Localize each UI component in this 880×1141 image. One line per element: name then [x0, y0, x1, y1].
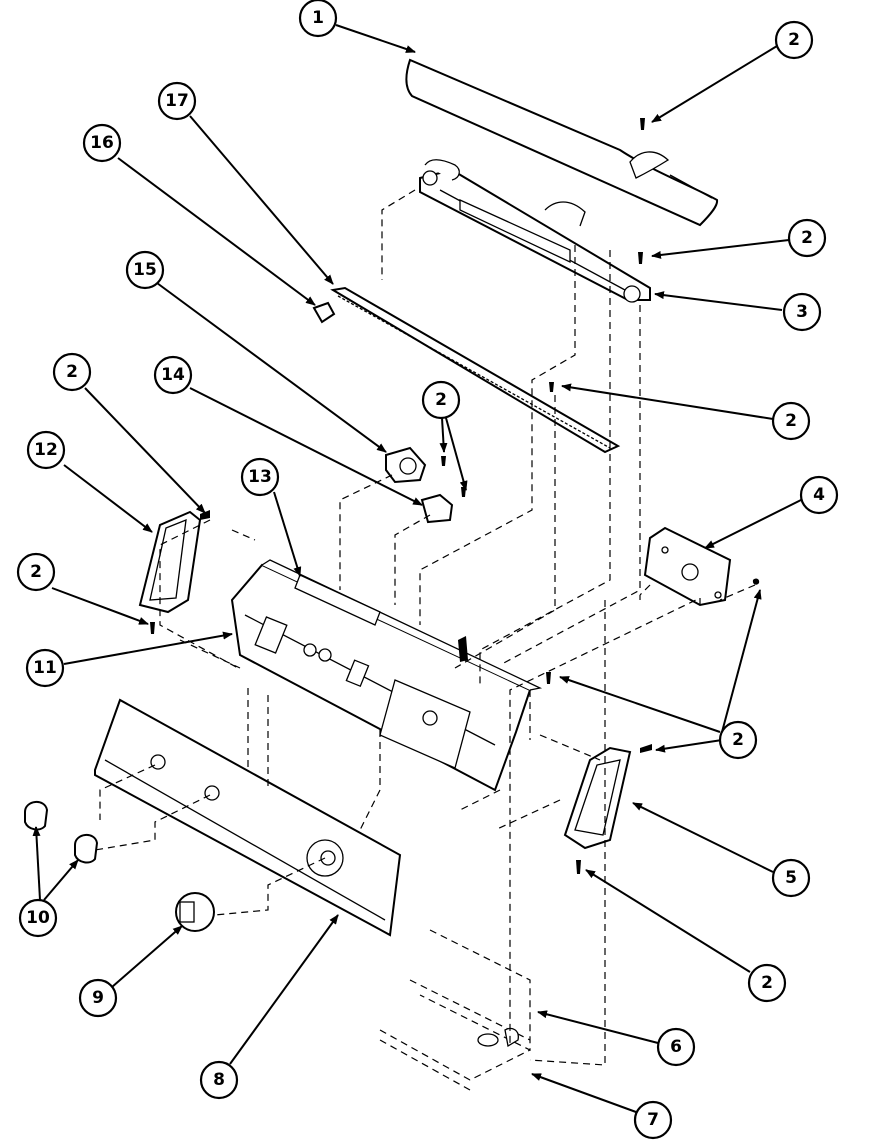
part-timer-knob	[175, 892, 215, 932]
callout-7: 7	[633, 1100, 673, 1140]
part-brackets	[379, 929, 531, 1091]
callout-9: 9	[78, 978, 118, 1018]
callout-label: 14	[161, 365, 185, 385]
callout-label: 1	[312, 8, 324, 28]
part-left-end-cap	[138, 510, 202, 614]
callout-14: 14	[153, 355, 193, 395]
callout-11: 11	[25, 648, 65, 688]
callout-label: 11	[33, 658, 57, 678]
callout-label: 2	[788, 30, 800, 50]
callout-label: 2	[732, 730, 744, 750]
callout-label: 2	[785, 411, 797, 431]
callout-label: 16	[90, 133, 114, 153]
callout-5: 5	[771, 858, 811, 898]
callout-label: 4	[813, 485, 825, 505]
callout-12: 12	[26, 430, 66, 470]
callout-2e: 2	[52, 352, 92, 392]
callout-3: 3	[782, 292, 822, 332]
part-right-end-cap	[563, 746, 632, 850]
part-small-switch	[420, 493, 454, 524]
callout-15: 15	[125, 250, 165, 290]
callout-label: 9	[92, 988, 104, 1008]
part-light-assembly	[419, 159, 651, 303]
part-long-strip	[330, 286, 621, 454]
callout-2f: 2	[16, 552, 56, 592]
callout-10: 10	[18, 898, 58, 938]
part-clip	[312, 301, 336, 324]
callout-17: 17	[157, 81, 197, 121]
callout-8: 8	[199, 1060, 239, 1100]
callout-label: 7	[647, 1110, 659, 1130]
callout-16: 16	[82, 123, 122, 163]
callout-2c: 2	[421, 380, 461, 420]
part-switch	[385, 446, 427, 484]
callout-6: 6	[656, 1027, 696, 1067]
callout-label: 2	[801, 228, 813, 248]
callout-label: 8	[213, 1070, 225, 1090]
part-control-board	[643, 526, 732, 607]
part-top-cover	[405, 58, 719, 227]
callout-label: 13	[248, 467, 272, 487]
part-knobs	[24, 801, 99, 864]
callout-label: 15	[133, 260, 157, 280]
assembly-dashed-lines	[94, 189, 756, 1066]
leader-lines	[32, 24, 802, 1113]
callout-label: 2	[435, 390, 447, 410]
callout-label: 2	[30, 562, 42, 582]
callout-label: 10	[26, 908, 50, 928]
callout-label: 12	[34, 440, 58, 460]
callout-label: 2	[761, 973, 773, 993]
callout-2g: 2	[718, 720, 758, 760]
callout-label: 6	[670, 1037, 682, 1057]
part-console-panel	[230, 559, 543, 792]
callout-label: 3	[796, 302, 808, 322]
part-front-panel	[94, 698, 402, 937]
callout-2b: 2	[787, 218, 827, 258]
callout-label: 2	[66, 362, 78, 382]
callout-2a: 2	[774, 20, 814, 60]
callout-2h: 2	[747, 963, 787, 1003]
callout-label: 5	[785, 868, 797, 888]
callout-label: 17	[165, 91, 189, 111]
callout-4: 4	[799, 475, 839, 515]
callout-2d: 2	[771, 401, 811, 441]
callout-1: 1	[298, 0, 338, 38]
callout-13: 13	[240, 457, 280, 497]
